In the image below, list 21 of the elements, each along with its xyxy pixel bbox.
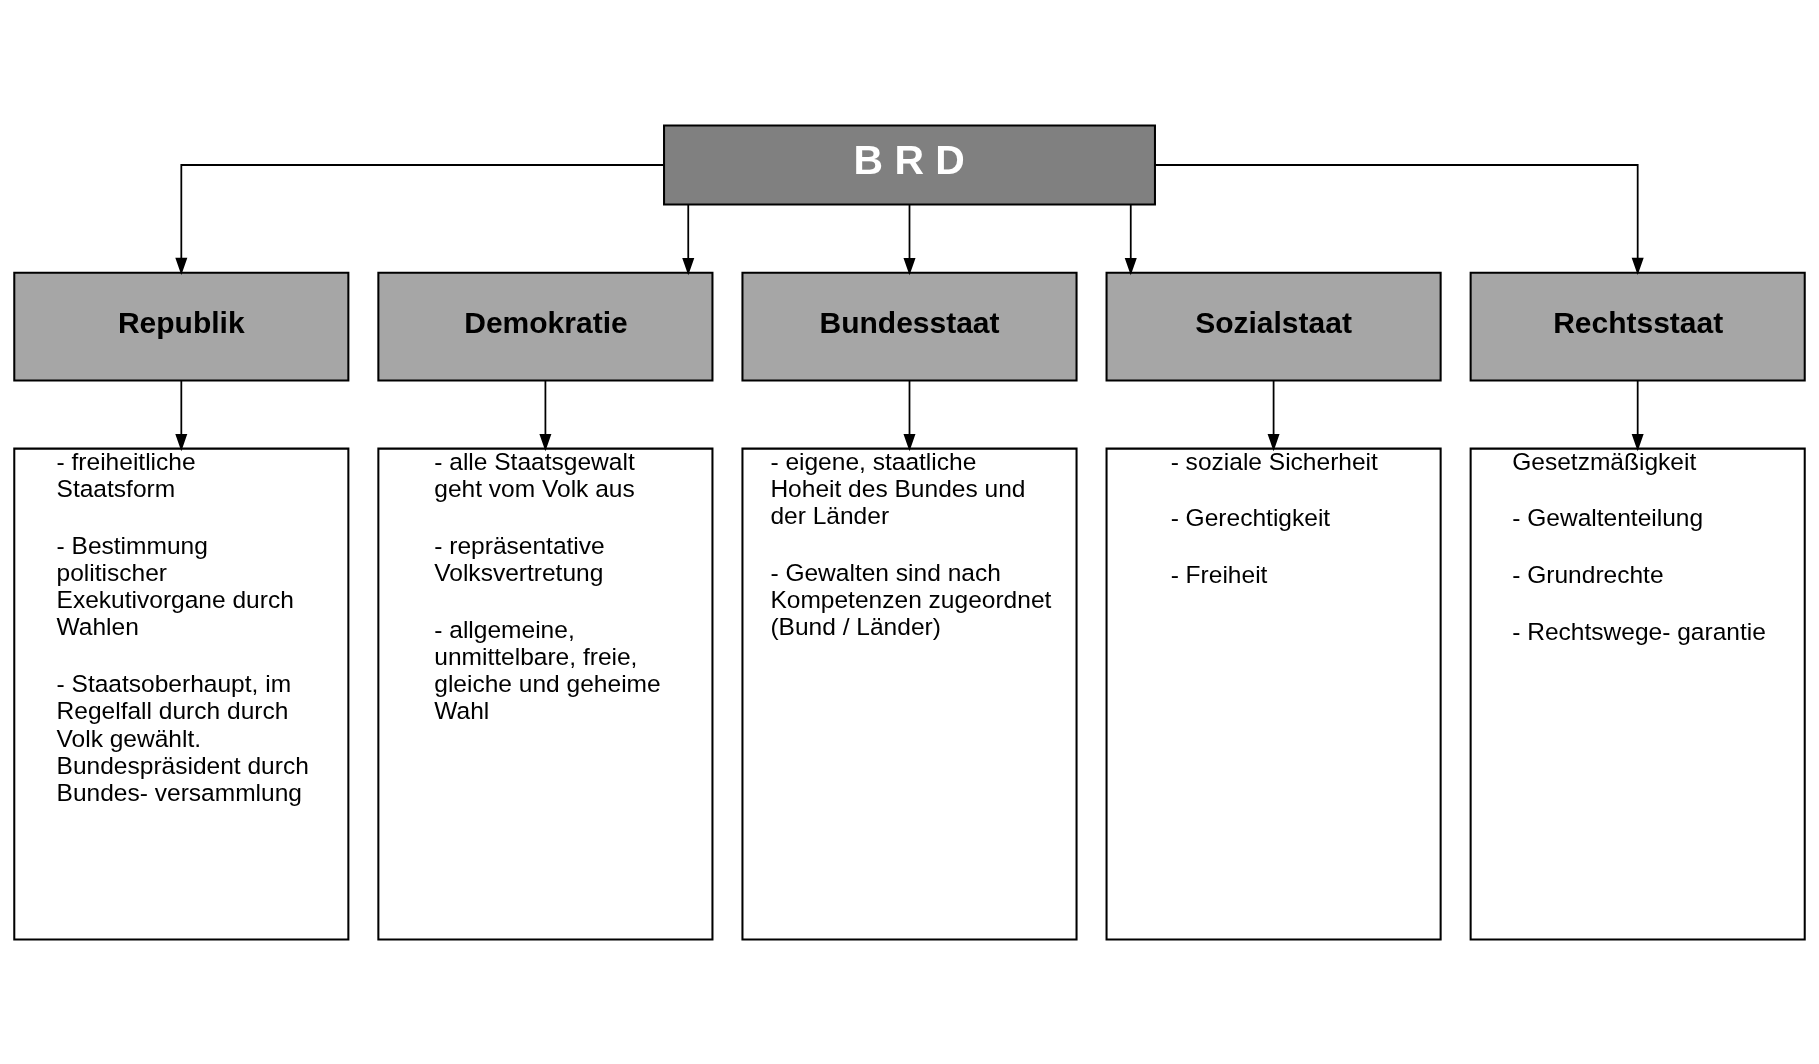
node-box: Gesetzmäßigkeit - Gewaltenteilung - Grundrechte - Rechtswege- garantie [1469, 447, 1806, 941]
node-box: - alle Staatsgewalt geht vom Volk aus - repräsentative Volksvertretung - allgemeine, unmittelbare, freie, gleiche und geheime Wahl [377, 447, 714, 941]
arrow [1124, 203, 1137, 275]
node-box: B R D [663, 123, 1156, 206]
node-box: - eigene, staatliche Hoheit des Bundes und der Länder - Gewalten sind nach Kompetenzen zugeordnet (Bund / Länder) [741, 447, 1078, 941]
node-box: Demokratie [377, 271, 714, 381]
arrow [175, 163, 665, 275]
node-box: - freiheitliche Staatsform - Bestimmung politischer Exekutivorgane durch Wahlen - Staatsoberhaupt, im Regelfall durch durch Volk gewählt. Bundespräsident durch Bundes- versammlung [13, 447, 350, 941]
arrow [682, 203, 695, 275]
arrow [903, 203, 916, 275]
arrow [1631, 379, 1644, 451]
arrow [1154, 163, 1644, 275]
arrow [175, 379, 188, 451]
node-box: - soziale Sicherheit - Gerechtigkeit - Freiheit [1105, 447, 1442, 941]
node-box: Republik [13, 271, 350, 381]
arrow [1267, 379, 1280, 451]
node-box: Rechtsstaat [1469, 271, 1806, 381]
arrow [539, 379, 552, 451]
node-box: Sozialstaat [1105, 271, 1442, 381]
node-box: Bundesstaat [741, 271, 1078, 381]
arrow [903, 379, 916, 451]
